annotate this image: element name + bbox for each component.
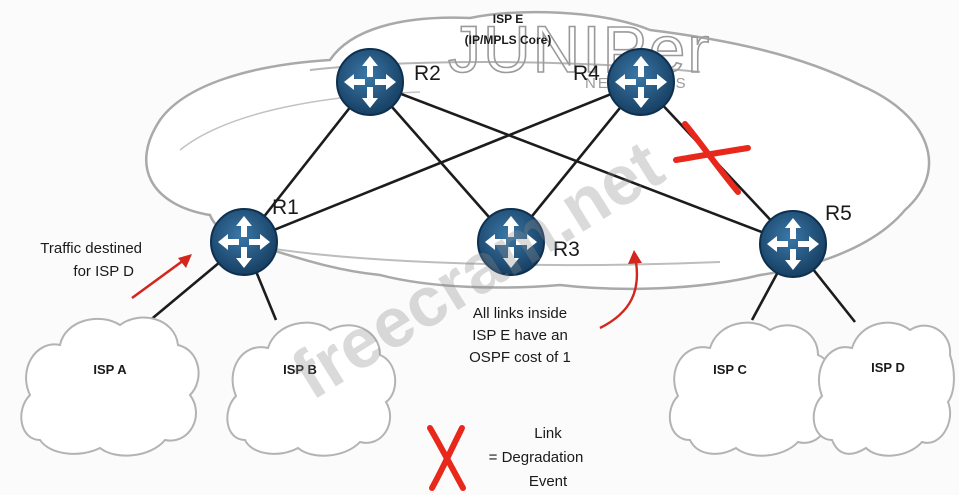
ospf-note-line3: OSPF cost of 1: [469, 349, 571, 366]
link-r4-r3: [509, 81, 643, 243]
router-r2-icon: [336, 48, 404, 116]
ospf-arrow: [599, 250, 642, 330]
isp-c-label: ISP C: [713, 362, 747, 377]
isp-d-cloud: ISP D: [812, 321, 955, 457]
router-r1-label: R1: [272, 196, 299, 219]
router-r5-icon: [759, 210, 827, 278]
router-r2-label: R2: [414, 62, 441, 85]
isp-b-label: ISP B: [283, 362, 317, 377]
isp-a-label: ISP A: [93, 362, 127, 377]
core-subtitle: (IP/MPLS Core): [465, 33, 552, 47]
ospf-note-line1: All links inside: [473, 305, 567, 322]
core-title: ISP E: [493, 12, 523, 26]
traffic-arrow: [131, 254, 192, 300]
router-r2: R2: [336, 48, 441, 116]
router-r3-label: R3: [553, 238, 580, 261]
legend-line2: = Degradation: [489, 449, 584, 466]
router-r1: R1: [210, 196, 299, 276]
link-r2-r3: [369, 81, 512, 243]
traffic-note-line1: Traffic destined: [40, 240, 142, 257]
isp-c-cloud: ISP C: [669, 321, 835, 457]
router-r4: R4: [573, 48, 675, 116]
router-r3: R3: [477, 208, 580, 276]
link-r1-r4: [243, 80, 642, 244]
router-r4-label: R4: [573, 62, 600, 85]
legend-line3: Event: [529, 473, 568, 490]
isp-a-cloud: ISP A: [20, 316, 200, 457]
link-degradation-marker: [673, 121, 751, 195]
isp-b-cloud: ISP B: [226, 321, 397, 457]
isp-d-label: ISP D: [871, 360, 905, 375]
router-r1-icon: [210, 208, 278, 276]
router-r4-icon: [607, 48, 675, 116]
router-r5-label: R5: [825, 202, 852, 225]
router-r5: R5: [759, 202, 852, 278]
link-r2-r5: [369, 80, 794, 246]
traffic-note-line2: for ISP D: [73, 263, 134, 280]
ospf-note-line2: ISP E have an: [472, 327, 568, 344]
legend-line1: Link: [534, 425, 562, 442]
legend: Link = Degradation Event: [427, 425, 584, 491]
